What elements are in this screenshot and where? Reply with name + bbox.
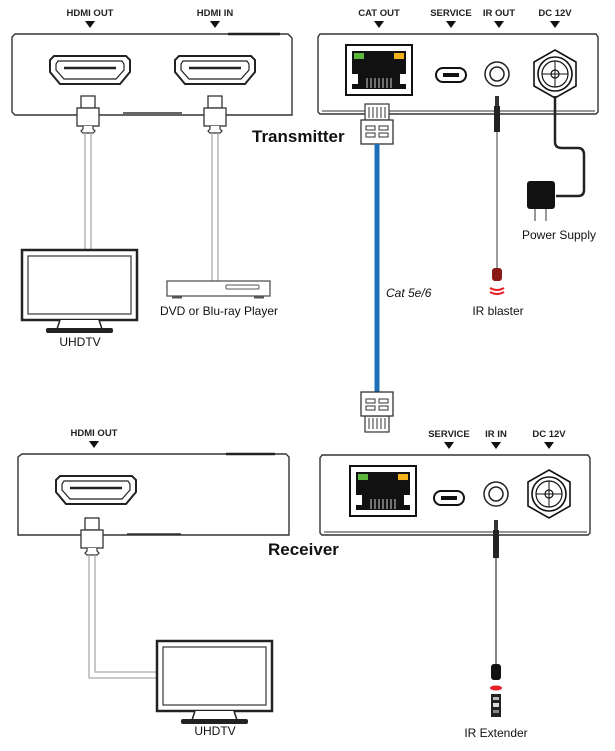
ir-extender-cable	[493, 520, 499, 664]
hdmi-cable-to-player	[203, 95, 227, 281]
cat-out-port-icon	[345, 44, 413, 96]
uhdtv-bottom-label: UHDTV	[194, 724, 235, 738]
transmitter-rear-panel	[317, 33, 599, 115]
ir-blaster-label: IR blaster	[472, 304, 523, 318]
hdmi-cable-to-tv-bottom	[80, 517, 158, 679]
ir-blaster-icon	[489, 268, 505, 295]
ir-out-port-icon	[484, 61, 510, 87]
service-port-icon	[435, 67, 467, 83]
ir-blaster-cable	[494, 96, 500, 268]
arrow-icon	[89, 441, 99, 448]
rx-ir-in-label: IR IN	[485, 429, 507, 440]
cat-in-port-icon	[349, 465, 417, 517]
hdmi-cable-to-tv	[76, 95, 100, 250]
power-supply-icon	[527, 181, 555, 221]
tx-service-label: SERVICE	[430, 8, 472, 19]
arrow-icon	[446, 21, 456, 28]
rj45-plug-icon	[360, 391, 394, 433]
arrow-icon	[85, 21, 95, 28]
rj45-plug-icon	[360, 103, 394, 145]
transmitter-front-panel	[11, 32, 293, 116]
ir-in-port-icon	[483, 481, 509, 507]
tx-hdmi-in-label: HDMI IN	[197, 8, 234, 19]
rx-dc-label: DC 12V	[532, 429, 566, 440]
dvd-player-icon	[166, 280, 271, 299]
cat-cable	[360, 103, 394, 433]
arrow-icon	[550, 21, 560, 28]
arrow-icon	[544, 442, 554, 449]
cable-label: Cat 5e/6	[386, 286, 432, 300]
rx-hdmi-out-label: HDMI OUT	[71, 428, 118, 439]
uhdtv-icon	[20, 248, 139, 335]
player-label: DVD or Blu-ray Player	[160, 304, 278, 318]
transmitter-label: Transmitter	[252, 127, 345, 146]
tx-cat-out-label: CAT OUT	[358, 8, 400, 19]
service-port-icon	[433, 490, 465, 506]
tx-dc-label: DC 12V	[538, 8, 572, 19]
receiver-label: Receiver	[268, 540, 339, 559]
power-supply-label: Power Supply	[522, 228, 596, 242]
receiver-front-panel	[17, 452, 290, 536]
arrow-icon	[210, 21, 220, 28]
ir-extender-label: IR Extender	[464, 726, 527, 740]
rx-service-label: SERVICE	[428, 429, 470, 440]
hdmi-in-port-icon	[173, 54, 257, 86]
ir-extender-icon	[490, 664, 502, 717]
hdmi-out-port-icon	[54, 474, 138, 506]
uhdtv-icon	[155, 639, 274, 726]
arrow-icon	[494, 21, 504, 28]
tx-hdmi-out-label: HDMI OUT	[67, 8, 114, 19]
arrow-icon	[444, 442, 454, 449]
uhdtv-top-label: UHDTV	[59, 335, 100, 349]
arrow-icon	[491, 442, 501, 449]
receiver-rear-panel	[319, 454, 591, 536]
tx-ir-out-label: IR OUT	[483, 8, 515, 19]
hdmi-out-port-icon	[48, 54, 132, 86]
arrow-icon	[374, 21, 384, 28]
power-cable	[553, 96, 586, 198]
